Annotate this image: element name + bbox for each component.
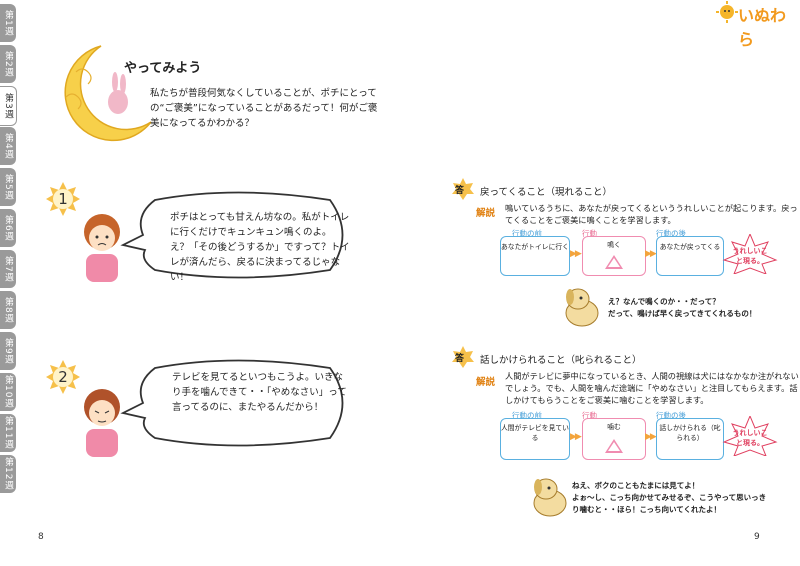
question-2-text: テレビを見てるといつもこうよ。いきなり手を噛んできて・・「やめなさい」って言って… (172, 372, 347, 413)
a2-dog-text: ねえ、ボクのこともたまには見てよ！ よぉ～し、こっち向かせてみせるぞ、こうやって… (572, 480, 772, 516)
week-tab-6[interactable]: 第6週 (0, 209, 16, 247)
week-tab-11[interactable]: 第11週 (0, 414, 16, 452)
week-tab-1[interactable]: 第1週 (0, 4, 16, 42)
a2-action-label: 行動 (582, 411, 597, 420)
a2-after-box: 話しかけられる（叱られる） (656, 418, 724, 460)
question-2-number: 2 (58, 368, 68, 386)
a1-action-box: 鳴く (582, 236, 646, 276)
a2-action-box: 噛む (582, 418, 646, 460)
arrow-icon: ▶▶ (570, 249, 582, 259)
week-tab-4[interactable]: 第4週 (0, 127, 16, 165)
intro-text: 私たちが普段何気なくしていることが、ポチにとっての“ご褒美”になっていることがあ… (150, 88, 378, 129)
speech-bubble-2 (120, 359, 344, 447)
speech-bubble-1 (120, 191, 344, 279)
question-1-badge: 1 (46, 182, 80, 216)
answer-1-title: 戻ってくること（現れること） (480, 187, 613, 198)
a1-before-box: あなたがトイレに行く (500, 236, 570, 276)
arrow-icon: ▶▶ (645, 432, 657, 442)
a1-stamp-text: うれしいこと現る。 (732, 247, 768, 265)
star-burst-icon (722, 234, 778, 274)
answer-badge-icon (452, 178, 474, 200)
dog-illustration-2 (533, 478, 567, 517)
question-1-number: 1 (58, 190, 68, 208)
a1-before-text: あなたがトイレに行く (501, 243, 569, 251)
a2-dog-line-2: よぉ～し、こっち向かせてみせるぞ、こうやって思いっきり噛むと・・ほら！こっち向い… (572, 493, 767, 514)
a1-after-label: 行動の後 (656, 229, 686, 238)
answer-2-title: 話しかけられること（叱られること） (480, 355, 642, 366)
a2-stamp: うれしいこと現る。 (722, 416, 778, 456)
page-number-right: 9 (754, 532, 760, 542)
a2-before-box: 人間がテレビを見ている (500, 418, 570, 460)
week-tab-3[interactable]: 第3週 (0, 86, 17, 126)
answer-1-explain: 鳴いているうちに、あなたが戻ってくるといううれしいことが起こります。戻ってくるこ… (505, 203, 798, 225)
answer-1-badge: 答 (455, 186, 465, 196)
a2-before-text: 人間がテレビを見ている (501, 424, 569, 442)
a2-stamp-text: うれしいこと現る。 (732, 429, 768, 447)
burst-icon (46, 182, 80, 216)
woman-illustration-1 (84, 214, 120, 282)
burst-icon (46, 360, 80, 394)
answer-2-badge: 答 (455, 354, 465, 364)
a2-before-label: 行動の前 (512, 411, 542, 420)
moon-rabbit-illustration (64, 45, 152, 142)
a2-action-text: 噛む (607, 423, 621, 431)
week-tab-10[interactable]: 第10週 (0, 373, 16, 411)
answer-badge-icon (452, 346, 474, 368)
answer-1-kaisetsu: 解説 (476, 208, 496, 219)
a2-after-label: 行動の後 (656, 411, 686, 420)
a2-after-text: 話しかけられる（叱られる） (659, 424, 721, 442)
week-tab-12[interactable]: 第12週 (0, 455, 16, 493)
woman-illustration-2 (84, 389, 120, 457)
a1-before-label: 行動の前 (512, 229, 542, 238)
week-tab-9[interactable]: 第9週 (0, 332, 16, 370)
star-burst-icon (722, 416, 778, 456)
answer-2-explain: 人間がテレビに夢中になっているとき、人間の視線は犬にはなかなか注がれないでしょう… (505, 371, 799, 405)
week-tab-8[interactable]: 第8週 (0, 291, 16, 329)
a1-action-text: 鳴く (607, 241, 621, 249)
a1-stamp: うれしいこと現る。 (722, 234, 778, 274)
logo-text: いぬわら (738, 6, 787, 49)
sun-icon (716, 1, 738, 23)
logo: いぬわら (716, 0, 794, 49)
question-2-badge: 2 (46, 360, 80, 394)
triangle-icon (605, 439, 623, 453)
arrow-icon: ▶▶ (645, 249, 657, 259)
a1-action-label: 行動 (582, 229, 597, 238)
week-tab-2[interactable]: 第2週 (0, 45, 16, 83)
a2-dog-line-1: ねえ、ボクのこともたまには見てよ！ (572, 481, 700, 490)
week-tab-5[interactable]: 第5週 (0, 168, 16, 206)
a1-after-box: あなたが戻ってくる (656, 236, 724, 276)
a1-dog-text: え？なんで鳴くのか・・だって？ だって、鳴けば早く戻ってきてくれるもの！ (608, 296, 788, 320)
triangle-icon (605, 255, 623, 269)
a1-after-text: あなたが戻ってくる (659, 243, 721, 251)
a1-dog-line-1: え？なんで鳴くのか・・だって？ (608, 297, 720, 306)
week-tab-7[interactable]: 第7週 (0, 250, 16, 288)
a1-dog-line-2: だって、鳴けば早く戻ってきてくれるもの！ (608, 309, 757, 318)
question-1-text: ポチはとっても甘えん坊なの。私がトイレに行くだけでキュンキュン鳴くのよ。え？「そ… (170, 212, 350, 283)
page-number-left: 8 (38, 532, 44, 542)
arrow-icon: ▶▶ (570, 432, 582, 442)
page-heading: やってみよう (124, 61, 202, 76)
answer-2-kaisetsu: 解説 (476, 377, 496, 388)
dog-illustration-1 (565, 288, 599, 327)
